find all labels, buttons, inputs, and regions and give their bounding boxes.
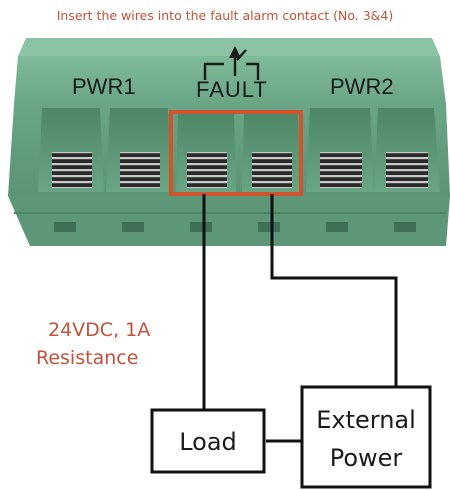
terminal-slot-4 <box>242 112 300 192</box>
screw-thread-4 <box>252 152 292 188</box>
screw-thread-2 <box>120 152 160 188</box>
terminal-block-connector: PWR1 FAULT PWR2 <box>8 38 450 246</box>
rating-voltage-current: 24VDC, 1A <box>48 319 150 341</box>
rating-load-type: Resistance <box>36 347 138 369</box>
terminal-slot-5 <box>306 108 374 192</box>
fault-contact-highlight <box>169 110 303 196</box>
fault-label: FAULT <box>196 77 268 102</box>
screw-thread-1 <box>52 152 92 188</box>
connector-upper-body <box>14 56 446 104</box>
contact-arrow-icon <box>229 46 241 58</box>
connector-top-ridge <box>18 38 440 56</box>
external-power-line2: Power <box>330 444 403 472</box>
connector-base <box>8 196 450 246</box>
screw-thread-3 <box>187 152 227 188</box>
terminal-slot-3 <box>176 112 236 192</box>
wiring <box>202 194 398 443</box>
base-recesses <box>54 222 416 232</box>
load-label: Load <box>179 428 237 456</box>
instruction-caption: Insert the wires into the fault alarm co… <box>56 8 394 23</box>
terminal-slots <box>38 108 440 192</box>
connector-base-groove <box>14 212 446 214</box>
pwr2-label: PWR2 <box>330 74 394 99</box>
terminal-slot-2 <box>106 108 172 192</box>
screw-thread-6 <box>386 152 428 188</box>
pwr1-label: PWR1 <box>72 74 136 99</box>
wire-contact4-to-power <box>270 194 398 387</box>
screw-thread-5 <box>320 152 362 188</box>
external-power-line1: External <box>316 406 416 434</box>
external-power-box: External Power <box>300 385 432 489</box>
load-box: Load <box>150 408 266 474</box>
terminal-slot-6 <box>374 108 440 192</box>
terminal-slot-1 <box>38 108 104 192</box>
contact-switch-arm <box>236 49 247 61</box>
